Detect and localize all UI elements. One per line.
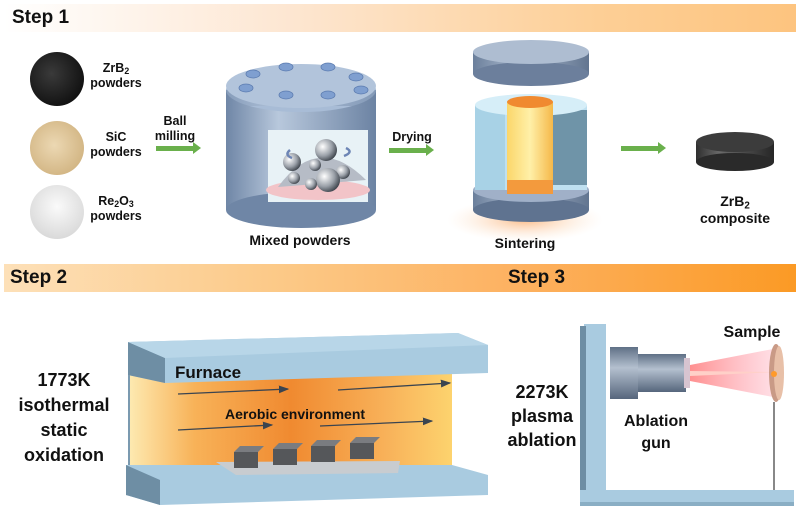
drying-label: Drying: [392, 130, 432, 144]
oxidation-condition-line: 1773K: [37, 370, 91, 390]
zrb2-composite-puck: [696, 132, 774, 171]
zrb2-composite-label: ZrB2 composite: [699, 193, 770, 226]
ablation-condition-line: 2273K: [515, 382, 569, 402]
step1-banner: [4, 4, 796, 32]
sintering-die: [447, 40, 603, 242]
aerobic-environment-label: Aerobic environment: [225, 406, 366, 422]
zrb2-powder-label: ZrB2 powders: [90, 61, 142, 90]
step2-3-banner: [4, 264, 796, 292]
oxidation-condition-line: oxidation: [24, 445, 104, 465]
sic-powder-image: [30, 121, 84, 175]
ablation-condition-line: plasma: [510, 406, 574, 426]
sic-powder-label: SiC powders: [90, 130, 142, 159]
ball-milling-arrow: [156, 142, 201, 154]
drying-arrow: [389, 144, 434, 156]
zrb2-powder-image: [30, 52, 84, 106]
furnace-label: Furnace: [175, 363, 242, 382]
step1-title: Step 1: [12, 7, 70, 28]
sample-label: Sample: [723, 324, 781, 341]
re2o3-powder-image: [30, 185, 84, 239]
oxidation-condition-line: isothermal: [18, 395, 110, 415]
oxidation-conditions: 1773K isothermal static oxidation: [4, 368, 124, 468]
ablation-condition-line: ablation: [507, 430, 577, 450]
sintering-label: Sintering: [494, 235, 556, 251]
mixed-powders-label: Mixed powders: [249, 232, 351, 248]
oxidation-condition-line: static: [40, 420, 88, 440]
product-arrow: [621, 142, 666, 154]
ball-mill-jar: [226, 62, 376, 228]
ablation-conditions: 2273K plasma ablation: [496, 380, 588, 452]
ablation-rig: [580, 324, 794, 506]
re2o3-powder-label: Re2O3 powders: [90, 194, 142, 223]
step2-title: Step 2: [10, 267, 68, 288]
furnace: [126, 333, 488, 505]
step3-title: Step 3: [508, 267, 566, 288]
